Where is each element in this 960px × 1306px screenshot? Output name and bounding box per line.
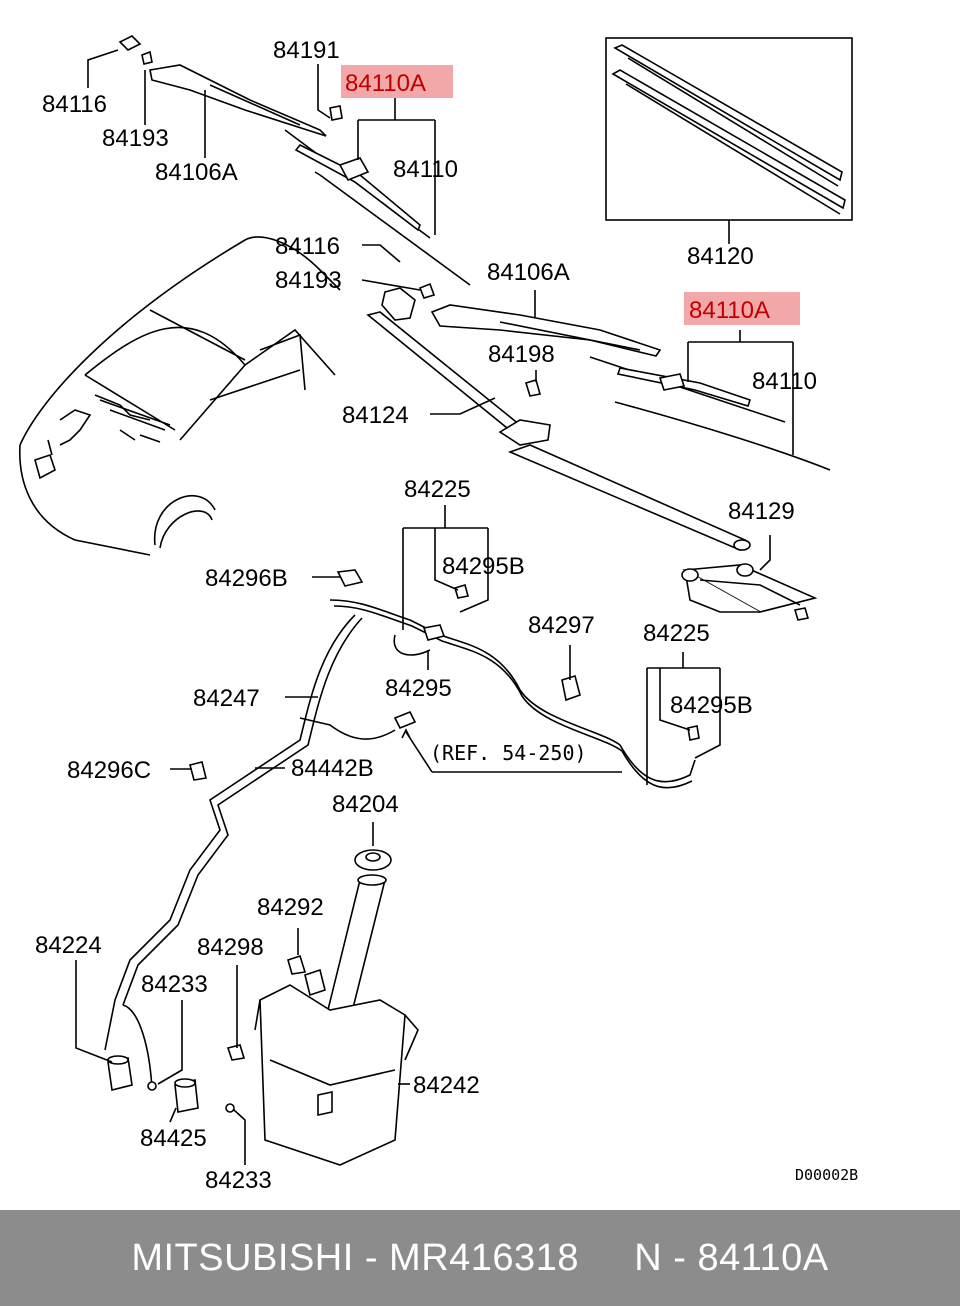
label-84191: 84191 bbox=[273, 37, 340, 64]
label-84193: 84193 bbox=[275, 267, 342, 294]
label-84295b: 84295B bbox=[670, 692, 753, 719]
label-84233: 84233 bbox=[205, 1167, 272, 1194]
label-84295: 84295 bbox=[385, 675, 452, 702]
wiper-motor bbox=[681, 563, 818, 621]
label-84124: 84124 bbox=[342, 402, 409, 429]
wiper-blade-right bbox=[589, 356, 831, 471]
parts-diagram: 84116 84193 84106A 84191 84110A 84110 84… bbox=[19, 35, 858, 1194]
label-84233: 84233 bbox=[141, 971, 208, 998]
highlight-box-top bbox=[341, 65, 453, 98]
label-84106a: 84106A bbox=[155, 159, 238, 186]
label-84120: 84120 bbox=[687, 243, 754, 270]
label-84110: 84110 bbox=[752, 368, 817, 395]
footer-bar: MITSUBISHI - MR416318 N - 84110A bbox=[0, 1210, 960, 1306]
label-84297: 84297 bbox=[528, 612, 595, 639]
label-84296c: 84296C bbox=[67, 757, 151, 784]
diagram-code: D00002B bbox=[795, 1166, 858, 1184]
washer-pumps bbox=[107, 1055, 199, 1113]
wiper-arm-right bbox=[418, 282, 662, 357]
wiper-blade-left bbox=[284, 129, 471, 286]
reference-note: (REF. 54-250) bbox=[430, 741, 587, 765]
label-84116: 84116 bbox=[275, 233, 340, 260]
label-84425: 84425 bbox=[140, 1125, 207, 1152]
label-84204: 84204 bbox=[332, 791, 399, 818]
washer-tank bbox=[147, 849, 419, 1166]
label-84129: 84129 bbox=[728, 498, 795, 525]
washer-hoses bbox=[104, 569, 700, 1091]
label-84292: 84292 bbox=[257, 894, 324, 921]
highlight-box-right bbox=[684, 292, 800, 325]
footer-part-info: MITSUBISHI - MR416318 N - 84110A bbox=[131, 1236, 829, 1279]
car-body-illustration bbox=[19, 236, 341, 556]
label-84225: 84225 bbox=[404, 476, 471, 503]
label-84442b: 84442B bbox=[291, 755, 374, 782]
label-84296b: 84296B bbox=[205, 565, 288, 592]
part-labels: 84116 84193 84106A 84191 84110A 84110 84… bbox=[35, 37, 858, 1194]
label-84106a: 84106A bbox=[487, 259, 570, 286]
label-84247: 84247 bbox=[193, 685, 260, 712]
label-84242: 84242 bbox=[413, 1072, 480, 1099]
label-84225: 84225 bbox=[643, 620, 710, 647]
label-84116: 84116 bbox=[42, 91, 107, 118]
blade-refill-box bbox=[605, 37, 853, 244]
label-84298: 84298 bbox=[197, 934, 264, 961]
label-84198: 84198 bbox=[488, 341, 555, 368]
label-84224: 84224 bbox=[35, 932, 102, 959]
wiper-arm-left bbox=[118, 35, 343, 137]
label-84110a-highlighted: 84110A bbox=[689, 297, 770, 324]
leader-lines bbox=[75, 49, 794, 1165]
label-84295b: 84295B bbox=[442, 553, 525, 580]
wiper-linkage bbox=[366, 287, 751, 552]
label-84110: 84110 bbox=[393, 156, 458, 183]
label-84193: 84193 bbox=[102, 125, 169, 152]
label-84110a-highlighted: 84110A bbox=[345, 70, 426, 97]
